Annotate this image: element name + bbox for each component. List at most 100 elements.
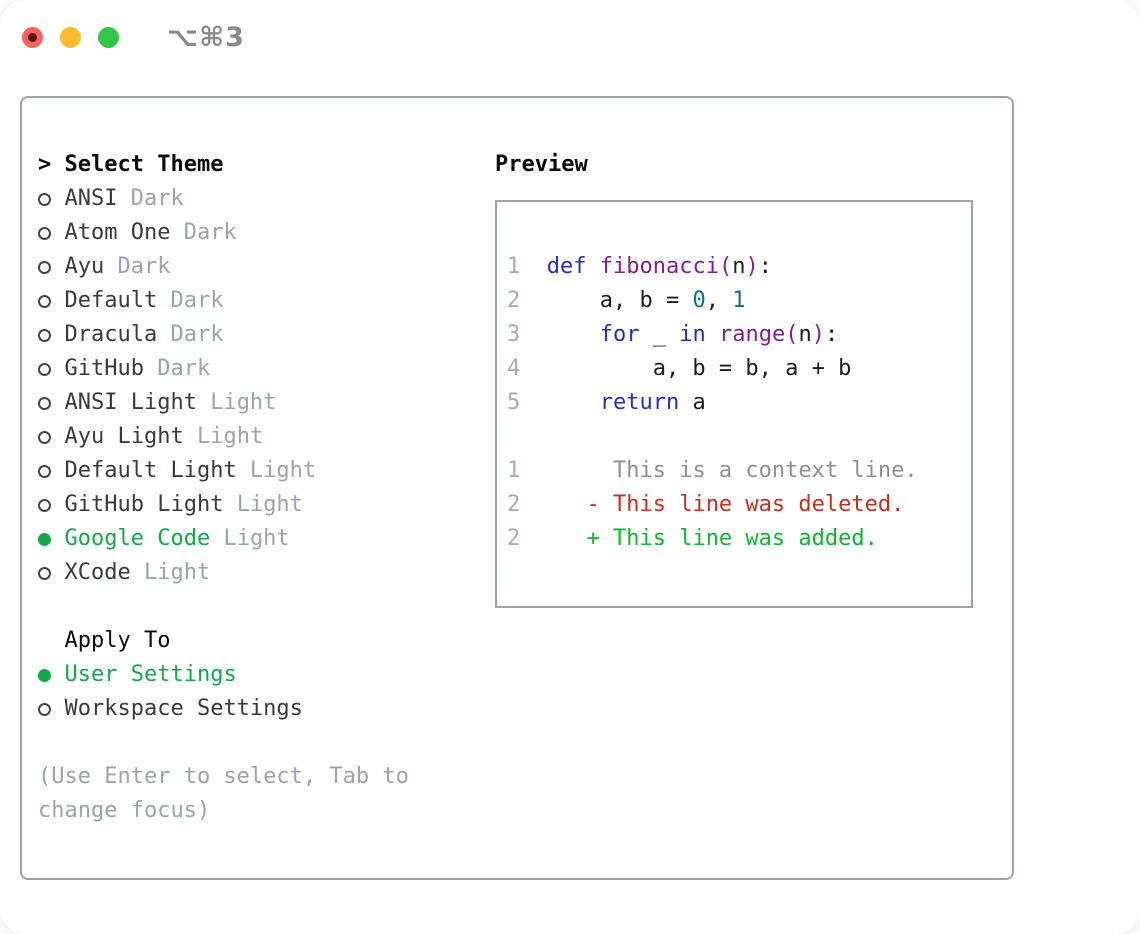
theme-option-label: GitHub <box>64 356 144 381</box>
theme-option[interactable]: Ayu Light Light <box>38 420 478 454</box>
code-token: for <box>599 322 640 347</box>
radio-circle-icon <box>38 566 51 580</box>
theme-option-label: Ayu <box>64 254 105 279</box>
close-button-dot-icon <box>28 33 37 42</box>
maximize-button[interactable] <box>98 27 119 48</box>
window-shortcut-label: ⌥⌘3 <box>167 22 245 53</box>
code-token: , <box>705 288 733 313</box>
code-token: def <box>546 254 587 279</box>
theme-option-label: Default Light <box>64 458 237 483</box>
radio-circle-icon <box>38 192 51 206</box>
code-line: 3 for _ in range(n): <box>507 318 971 352</box>
radio-icon <box>38 328 65 342</box>
code-token: 1 <box>732 288 746 313</box>
apply-option[interactable]: User Settings <box>38 658 478 692</box>
code-token: range( <box>718 322 799 347</box>
code-line <box>507 420 971 454</box>
theme-option-label: Default <box>64 288 158 313</box>
radio-circle-icon <box>38 430 51 444</box>
code-token <box>520 492 586 517</box>
preview-title: Preview <box>495 152 588 177</box>
theme-variant-label: Light <box>130 560 211 585</box>
theme-variant-label: Light <box>210 526 290 551</box>
titlebar: ⌥⌘3 <box>0 0 1140 80</box>
code-line: 1 def fibonacci(n): <box>507 250 971 284</box>
line-number: 1 <box>507 254 521 279</box>
line-number: 3 <box>507 322 521 347</box>
theme-option[interactable]: ANSI Dark <box>38 182 478 216</box>
radio-circle-icon <box>38 328 51 342</box>
code-token: ) <box>811 322 825 347</box>
theme-variant-label: Light <box>223 492 303 517</box>
code-token: a, b = <box>520 288 693 313</box>
code-token: fibonacci( <box>599 254 733 279</box>
radio-circle-icon <box>38 668 51 682</box>
apply-option[interactable]: Workspace Settings <box>38 692 478 726</box>
apply-to-header: Apply To <box>38 624 478 658</box>
theme-option-label: ANSI <box>64 186 118 211</box>
theme-option[interactable]: Dracula Dark <box>38 318 478 352</box>
apply-to-title: Apply To <box>64 628 171 653</box>
radio-icon <box>38 464 65 478</box>
theme-option-label: Dracula <box>64 322 158 347</box>
theme-option-label: Google Code <box>64 526 211 551</box>
code-token: return <box>599 390 680 415</box>
radio-icon <box>38 362 65 376</box>
radio-circle-icon <box>38 498 51 512</box>
theme-option[interactable]: ANSI Light Light <box>38 386 478 420</box>
theme-variant-label: Dark <box>117 186 184 211</box>
code-token <box>520 322 599 347</box>
theme-option[interactable]: Default Dark <box>38 284 478 318</box>
radio-circle-icon <box>38 464 51 478</box>
radio-circle-icon <box>38 396 51 410</box>
theme-variant-label: Light <box>196 390 277 415</box>
code-line: 2 + This line was added. <box>507 522 971 556</box>
code-line: 5 return a <box>507 386 971 420</box>
code-line: 2 - This line was deleted. <box>507 488 971 522</box>
code-token <box>706 322 719 347</box>
theme-option[interactable]: GitHub Light Light <box>38 488 478 522</box>
radio-icon <box>38 498 65 512</box>
theme-variant-label: Dark <box>170 220 237 245</box>
close-button[interactable] <box>22 27 43 48</box>
theme-variant-label: Light <box>236 458 317 483</box>
radio-circle-icon <box>38 294 51 308</box>
theme-option[interactable]: GitHub Dark <box>38 352 478 386</box>
code-token: : <box>758 254 772 279</box>
theme-variant-label: Dark <box>157 288 224 313</box>
code-token: a, b = b, a + b <box>520 356 852 381</box>
theme-option-label: GitHub Light <box>64 492 224 517</box>
code-token <box>520 458 613 483</box>
spacer <box>38 590 478 624</box>
radio-icon <box>38 226 65 240</box>
theme-option[interactable]: Default Light Light <box>38 454 478 488</box>
selected-radio-icon <box>38 532 65 546</box>
theme-option[interactable]: Ayu Dark <box>38 250 478 284</box>
radio-icon <box>38 702 65 716</box>
code-token <box>587 254 600 279</box>
theme-option-label: Ayu Light <box>64 424 184 449</box>
theme-option[interactable]: Google Code Light <box>38 522 478 556</box>
minimize-button[interactable] <box>60 27 81 48</box>
theme-option[interactable]: XCode Light <box>38 556 478 590</box>
apply-option-label: Workspace Settings <box>64 696 303 721</box>
line-number: 4 <box>507 356 521 381</box>
radio-icon <box>38 294 65 308</box>
theme-option[interactable]: Atom One Dark <box>38 216 478 250</box>
theme-variant-label: Dark <box>143 356 211 381</box>
radio-circle-icon <box>38 532 51 546</box>
line-number: 2 <box>507 492 521 517</box>
radio-circle-icon <box>38 702 51 716</box>
cursor-icon: > <box>38 152 52 177</box>
code-line: 1 This is a context line. <box>507 454 971 488</box>
code-token: ) <box>745 254 759 279</box>
code-token: n <box>732 254 746 279</box>
radio-icon <box>38 566 65 580</box>
code-token: a <box>679 390 706 415</box>
theme-variant-label: Dark <box>104 254 171 279</box>
